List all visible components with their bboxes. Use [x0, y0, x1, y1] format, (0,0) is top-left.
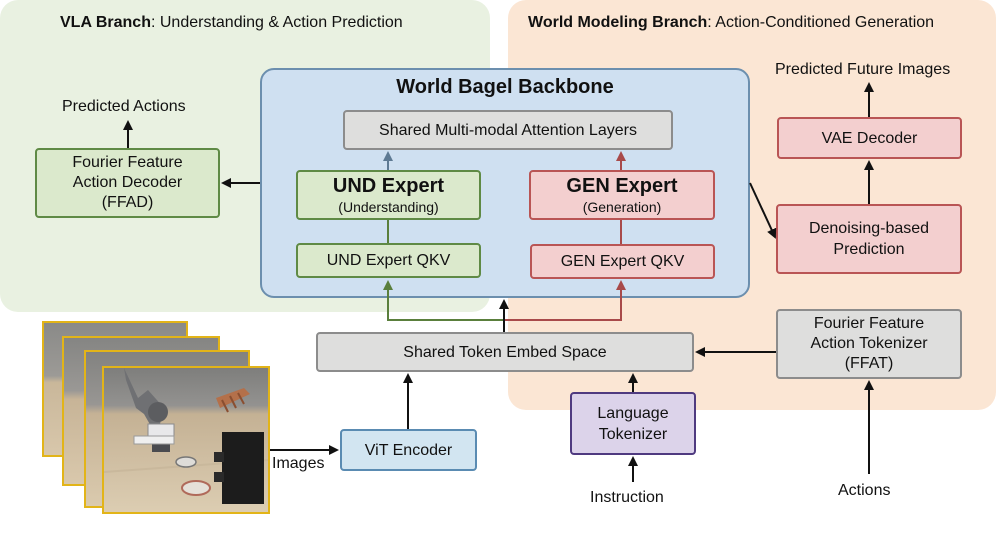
shared-token-embed-label: Shared Token Embed Space [403, 343, 607, 361]
ffat-box: Fourier Feature Action Tokenizer (FFAT) [776, 309, 962, 379]
world-branch-title-rest: : Action-Conditioned Generation [707, 14, 935, 31]
world-branch-title-bold: World Modeling Branch [528, 14, 708, 31]
vla-branch-title: VLA Branch: Understanding & Action Predi… [60, 14, 403, 32]
gen-expert: GEN Expert (Generation) [529, 170, 715, 220]
gen-qkv-label: GEN Expert QKV [560, 253, 685, 270]
language-tokenizer-line2: Tokenizer [598, 425, 668, 443]
arrow-embed-to-gen-qkv [504, 280, 626, 321]
actions-label: Actions [838, 482, 891, 499]
arrow-embed-to-und-qkv [383, 280, 505, 332]
vae-decoder-label: VAE Decoder [821, 129, 918, 147]
gen-expert-qkv: GEN Expert QKV [530, 244, 715, 279]
backbone-title: World Bagel Backbone [396, 76, 614, 98]
und-expert-subtitle: (Understanding) [338, 198, 439, 215]
language-tokenizer-line1: Language [597, 404, 669, 422]
ffad-line1: Fourier Feature [72, 154, 183, 171]
ffad-line3: (FFAD) [101, 194, 154, 211]
vla-branch-title-rest: : Understanding & Action Prediction [150, 14, 403, 31]
predicted-future-images-label: Predicted Future Images [775, 61, 951, 78]
predicted-actions-label: Predicted Actions [62, 98, 186, 115]
ffat-line1: Fourier Feature [813, 315, 925, 332]
ffad-line2: Action Decoder [72, 174, 183, 191]
shared-attention-label: Shared Multi-modal Attention Layers [379, 121, 637, 139]
world-branch-title: World Modeling Branch: Action-Conditione… [528, 14, 934, 32]
language-tokenizer: Language Tokenizer [570, 392, 696, 455]
shared-token-embed-space: Shared Token Embed Space [316, 332, 694, 372]
vit-encoder-label: ViT Encoder [364, 441, 453, 459]
ffat-line2: Action Tokenizer [810, 335, 928, 352]
denoising-line2: Prediction [833, 241, 905, 258]
und-expert-title: UND Expert [332, 174, 445, 197]
shared-attention-layers: Shared Multi-modal Attention Layers [343, 110, 673, 150]
images-label: Images [272, 455, 325, 472]
gen-expert-title: GEN Expert [566, 174, 678, 197]
und-qkv-label: UND Expert QKV [326, 252, 451, 269]
und-expert-qkv: UND Expert QKV [296, 243, 481, 278]
denoising-prediction: Denoising-based Prediction [776, 204, 962, 274]
gen-expert-subtitle: (Generation) [582, 198, 662, 215]
ffad-box: Fourier Feature Action Decoder (FFAD) [35, 148, 220, 218]
ffat-line3: (FFAT) [844, 355, 894, 372]
denoising-line1: Denoising-based [808, 220, 930, 237]
vla-branch-title-bold: VLA Branch [60, 14, 151, 31]
vit-encoder: ViT Encoder [340, 429, 477, 471]
arrow-backbone-to-denoising [749, 182, 777, 239]
robot-scene-illustration [104, 368, 268, 504]
und-expert: UND Expert (Understanding) [296, 170, 481, 220]
vae-decoder: VAE Decoder [777, 117, 962, 159]
instruction-label: Instruction [590, 489, 664, 506]
image-frame-front [102, 366, 270, 514]
